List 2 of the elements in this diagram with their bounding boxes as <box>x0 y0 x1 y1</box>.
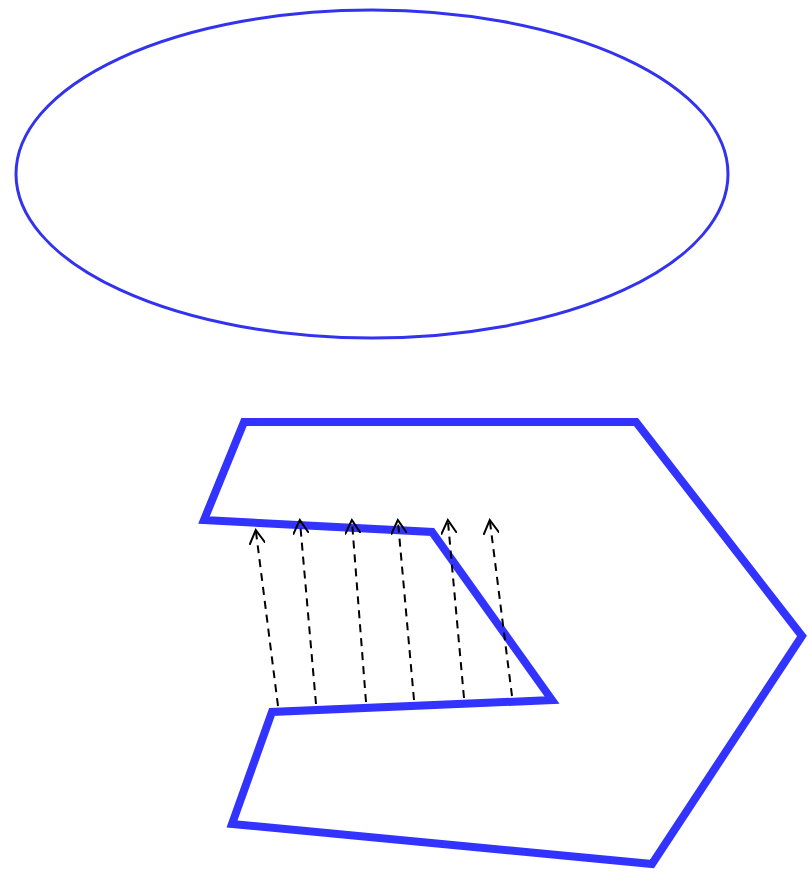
notched-polygon-outline <box>200 418 808 870</box>
ellipse-outline <box>14 8 730 340</box>
